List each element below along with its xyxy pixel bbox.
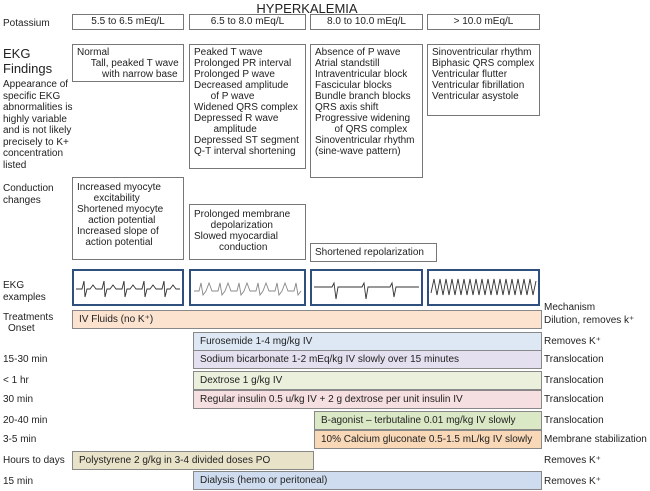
ekg-trace-absent-p	[314, 281, 419, 300]
conduction-text: Prolonged membrane depolarization Slowed…	[194, 209, 291, 253]
ekg-findings-box-4: Sinoventricular rhythm Biphasic QRS comp…	[427, 44, 540, 116]
mechanism-label: Translocation	[544, 394, 604, 405]
label-onset: Onset	[8, 323, 35, 334]
range-box-1: 5.5 to 6.5 mEq/L	[72, 14, 184, 30]
conduction-box-3: Shortened repolarization	[310, 243, 437, 262]
ekg-findings-text: Sinoventricular rhythm Biphasic QRS comp…	[432, 47, 535, 102]
onset-label: 30 min	[3, 394, 34, 405]
conduction-text: Shortened repolarization	[315, 247, 424, 258]
conduction-text: Increased myocyte excitability Shortened…	[77, 182, 164, 248]
ekg-strip-2	[189, 269, 306, 306]
ekg-findings-box-2: Peaked T wave Prolonged PR interval Prol…	[189, 44, 306, 169]
treatment-bar-sodium-bicarbonate: Sodium bicarbonate 1-2 mEq/kg IV slowly …	[193, 350, 542, 369]
mechanism-label: Removes K⁺	[544, 476, 601, 487]
label-ekg-examples: EKG examples	[3, 280, 46, 303]
treatment-bar-insulin: Regular insulin 0.5 u/kg IV + 2 g dextro…	[193, 390, 542, 409]
mechanism-label: Removes K⁺	[544, 336, 601, 347]
conduction-box-1: Increased myocyte excitability Shortened…	[72, 177, 184, 260]
onset-label: 15-30 min	[3, 354, 48, 365]
treatment-bar-furosemide: Furosemide 1-4 mg/kg IV	[193, 332, 542, 351]
range-box-4: > 10.0 mEq/L	[427, 14, 540, 30]
ekg-trace-widened-qrs	[194, 281, 302, 297]
mechanism-label: Removes K⁺	[544, 455, 601, 466]
ekg-trace-peaked-t	[76, 280, 180, 298]
mechanism-label: Translocation	[544, 415, 604, 426]
label-treatments: Treatments	[3, 312, 54, 323]
mechanism-label: Dilution, removes k⁺	[544, 315, 635, 326]
ekg-findings-text: Normal Tall, peaked T wave with narrow b…	[77, 47, 179, 80]
ekg-trace-sine-wave	[430, 278, 537, 296]
range-box-2: 6.5 to 8.0 mEq/L	[189, 14, 306, 30]
label-conduction-changes: Conduction changes	[3, 183, 54, 206]
mechanism-label: Translocation	[544, 354, 604, 365]
mechanism-label: Translocation	[544, 375, 604, 386]
mechanism-header: Mechanism	[544, 302, 596, 313]
treatment-bar-dialysis: Dialysis (hemo or peritoneal)	[193, 471, 542, 490]
treatment-bar-b-agonist: B-agonist – terbutaline 0.01 mg/kg IV sl…	[314, 411, 542, 430]
range-box-3: 8.0 to 10.0 mEq/L	[310, 14, 423, 30]
ekg-findings-text: Absence of P wave Atrial standstill Intr…	[315, 47, 415, 157]
label-potassium: Potassium	[3, 18, 50, 29]
ekg-findings-text: Peaked T wave Prolonged PR interval Prol…	[194, 47, 299, 157]
label-appearance-note: Appearance of specific EKG abnormalities…	[3, 79, 73, 171]
onset-label: < 1 hr	[3, 375, 29, 386]
treatment-bar-calcium-gluconate: 10% Calcium gluconate 0.5-1.5 mL/kg IV s…	[314, 430, 542, 449]
ekg-strip-3	[310, 269, 423, 306]
ekg-strip-4	[427, 269, 540, 306]
onset-label: Hours to days	[3, 455, 65, 466]
ekg-findings-box-1: Normal Tall, peaked T wave with narrow b…	[72, 44, 184, 82]
ekg-strip-1	[72, 269, 184, 306]
ekg-findings-box-3: Absence of P wave Atrial standstill Intr…	[310, 44, 423, 178]
label-ekg-findings: EKG Findings	[3, 46, 53, 76]
page-title: HYPERKALEMIA	[256, 1, 358, 16]
conduction-box-2: Prolonged membrane depolarization Slowed…	[189, 204, 306, 260]
mechanism-label: Membrane stabilization	[544, 434, 647, 445]
onset-label: 15 min	[3, 476, 34, 487]
treatment-bar-dextrose: Dextrose 1 g/kg IV	[193, 371, 542, 390]
onset-label: 3-5 min	[3, 434, 37, 445]
treatment-bar-iv-fluids: IV Fluids (no K⁺)	[72, 310, 542, 329]
onset-label: 20-40 min	[3, 415, 48, 426]
treatment-bar-polystyrene: Polystyrene 2 g/kg in 3-4 divided doses …	[72, 451, 314, 470]
